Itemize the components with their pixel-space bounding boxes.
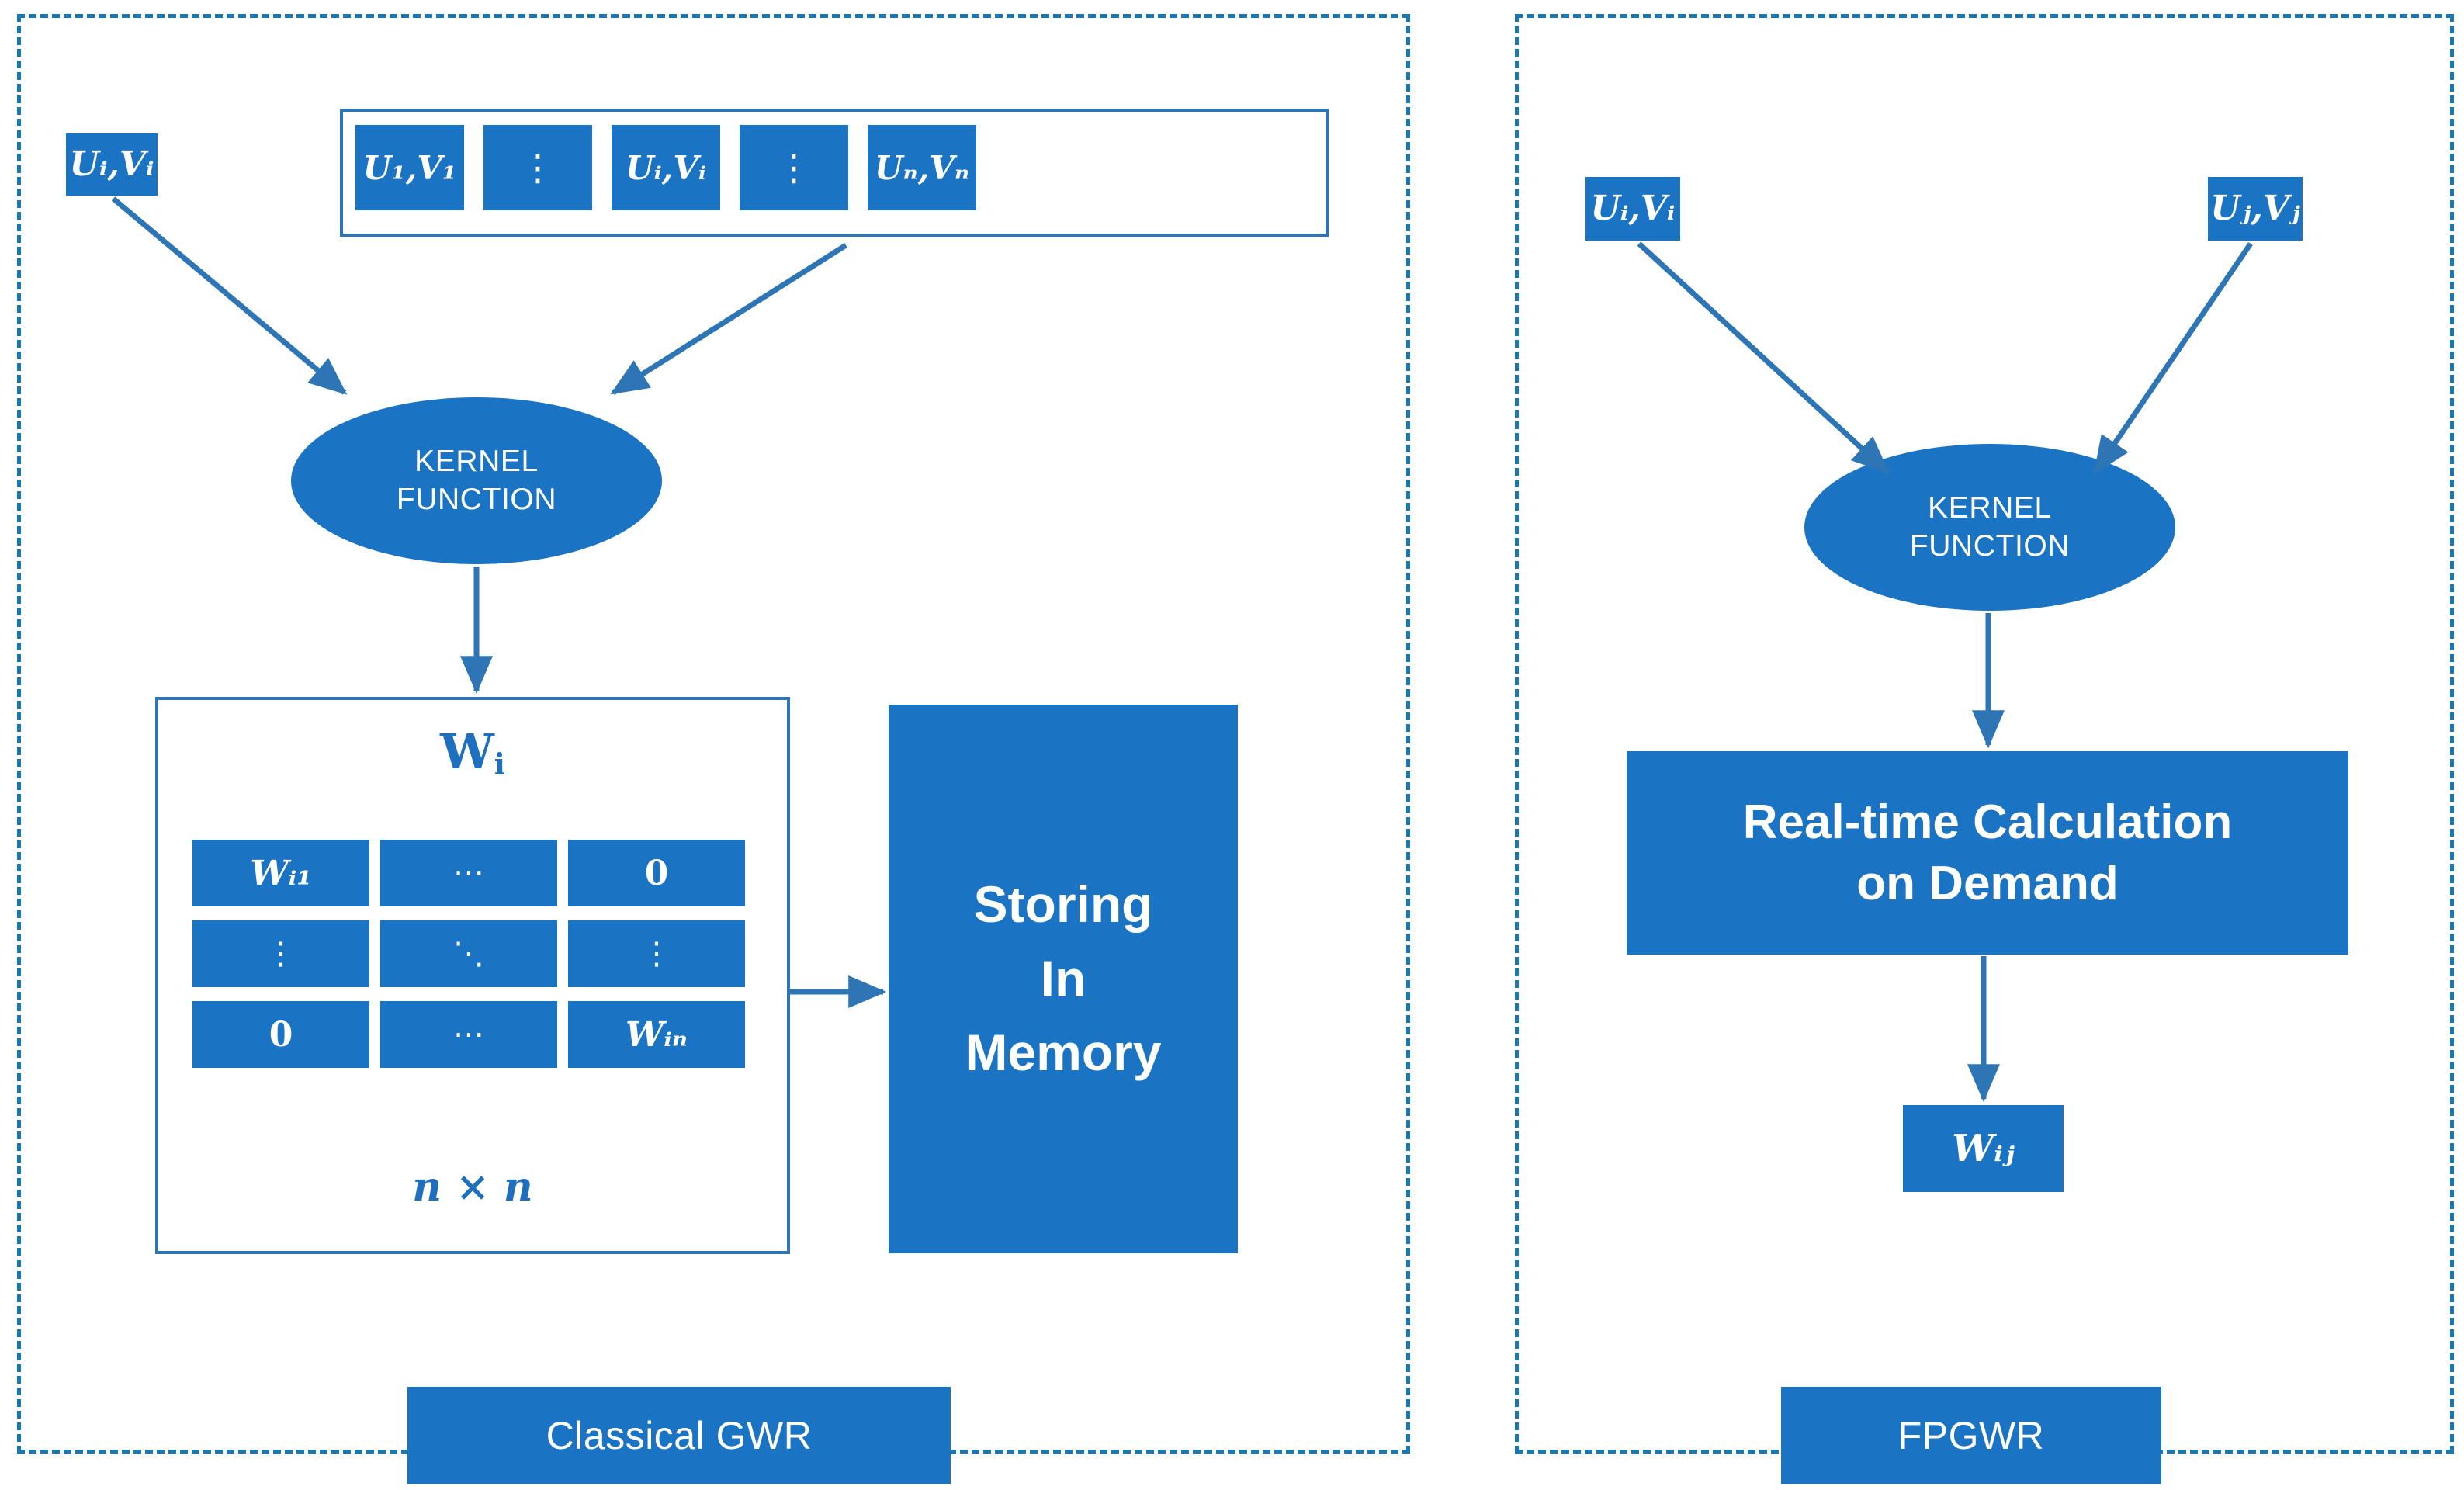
weight-matrix-grid: Wᵢ₁ ⋯ 0 ⋮ ⋱ ⋮ 0 ⋯ Wᵢₙ bbox=[192, 840, 745, 1068]
caption-fpgwr: FPGWR bbox=[1781, 1387, 2161, 1484]
realtime-line-2: on Demand bbox=[1856, 857, 2119, 910]
matrix-cell-r3c1: 0 bbox=[192, 1001, 369, 1068]
point-tile-uj-vj-label: Uⱼ,Vⱼ bbox=[2210, 188, 2300, 228]
vector-cell-gap-1: ⋮ bbox=[483, 125, 592, 210]
matrix-title: Wi bbox=[158, 723, 787, 781]
matrix-cell-r3c1-label: 0 bbox=[269, 1014, 293, 1055]
vector-cell-first: U₁,V₁ bbox=[355, 125, 464, 210]
matrix-cell-r1c1: Wᵢ₁ bbox=[192, 840, 369, 906]
realtime-calculation-box: Real-time Calculation on Demand bbox=[1627, 751, 2348, 955]
point-tile-ui-vi: Uᵢ,Vᵢ bbox=[66, 133, 158, 196]
vector-cell-ith-label: Uᵢ,Vᵢ bbox=[626, 148, 706, 187]
kernel-function-ellipse-left: KERNEL FUNCTION bbox=[291, 397, 662, 564]
horizontal-ellipsis-icon: ⋯ bbox=[453, 1017, 484, 1052]
vector-cell-nth-label: Uₙ,Vₙ bbox=[874, 148, 970, 187]
point-tile-ui-vi-label: Uᵢ,Vᵢ bbox=[69, 144, 154, 184]
point-tile-ui-vi-right-label: Uᵢ,Vᵢ bbox=[1590, 188, 1676, 228]
matrix-title-base: W bbox=[440, 723, 494, 780]
matrix-cell-r1c3-label: 0 bbox=[644, 853, 669, 893]
matrix-cell-r3c2: ⋯ bbox=[380, 1001, 557, 1068]
storing-in-memory-box: Storing In Memory bbox=[889, 705, 1238, 1253]
vertical-ellipsis-icon: ⋮ bbox=[641, 936, 672, 972]
output-weight-wij-box: Wᵢⱼ bbox=[1903, 1105, 2064, 1192]
matrix-cell-r1c2: ⋯ bbox=[380, 840, 557, 906]
matrix-cell-r2c3: ⋮ bbox=[568, 920, 745, 987]
vector-cell-gap-2: ⋮ bbox=[740, 125, 848, 210]
matrix-dimension-label: n × n bbox=[412, 1163, 533, 1211]
matrix-cell-r2c2: ⋱ bbox=[380, 920, 557, 987]
vector-cell-ith: Uᵢ,Vᵢ bbox=[612, 125, 720, 210]
matrix-cell-r3c3: Wᵢₙ bbox=[568, 1001, 745, 1068]
matrix-title-subscript: i bbox=[494, 747, 505, 781]
output-weight-wij-label: Wᵢⱼ bbox=[1952, 1126, 2015, 1170]
vertical-ellipsis-icon: ⋮ bbox=[265, 936, 296, 972]
matrix-cell-r1c3: 0 bbox=[568, 840, 745, 906]
kernel-function-ellipse-right: KERNEL FUNCTION bbox=[1804, 444, 2175, 611]
vertical-ellipsis-icon: ⋮ bbox=[776, 147, 812, 189]
point-tile-uj-vj: Uⱼ,Vⱼ bbox=[2208, 177, 2303, 241]
kernel-label-line1: KERNEL bbox=[414, 444, 539, 478]
kernel-label-line2-right: FUNCTION bbox=[1909, 528, 2071, 563]
matrix-cell-r3c3-label: Wᵢₙ bbox=[625, 1014, 688, 1055]
point-tile-ui-vi-right: Uᵢ,Vᵢ bbox=[1585, 177, 1680, 241]
matrix-cell-r1c1-label: Wᵢ₁ bbox=[250, 853, 312, 893]
caption-classical-gwr: Classical GWR bbox=[407, 1387, 951, 1484]
memory-line-1: Storing bbox=[973, 875, 1153, 933]
memory-line-3: Memory bbox=[965, 1024, 1162, 1082]
matrix-cell-r2c1: ⋮ bbox=[192, 920, 369, 987]
vertical-ellipsis-icon: ⋮ bbox=[520, 147, 556, 189]
kernel-label-line1-right: KERNEL bbox=[1928, 490, 2052, 525]
diagonal-ellipsis-icon: ⋱ bbox=[453, 936, 484, 972]
vector-cell-nth: Uₙ,Vₙ bbox=[868, 125, 976, 210]
memory-line-2: In bbox=[1040, 949, 1086, 1007]
weight-matrix-frame: Wi Wᵢ₁ ⋯ 0 ⋮ ⋱ ⋮ 0 ⋯ Wᵢₙ n × n bbox=[155, 697, 790, 1254]
caption-classical-gwr-label: Classical GWR bbox=[546, 1413, 813, 1457]
horizontal-ellipsis-icon: ⋯ bbox=[453, 855, 484, 891]
coordinate-vector-strip: U₁,V₁ ⋮ Uᵢ,Vᵢ ⋮ Uₙ,Vₙ bbox=[340, 109, 1329, 237]
kernel-label-line2: FUNCTION bbox=[396, 482, 557, 516]
vector-cell-first-label: U₁,V₁ bbox=[362, 148, 457, 187]
realtime-line-1: Real-time Calculation bbox=[1742, 795, 2233, 849]
caption-fpgwr-label: FPGWR bbox=[1897, 1413, 2045, 1457]
